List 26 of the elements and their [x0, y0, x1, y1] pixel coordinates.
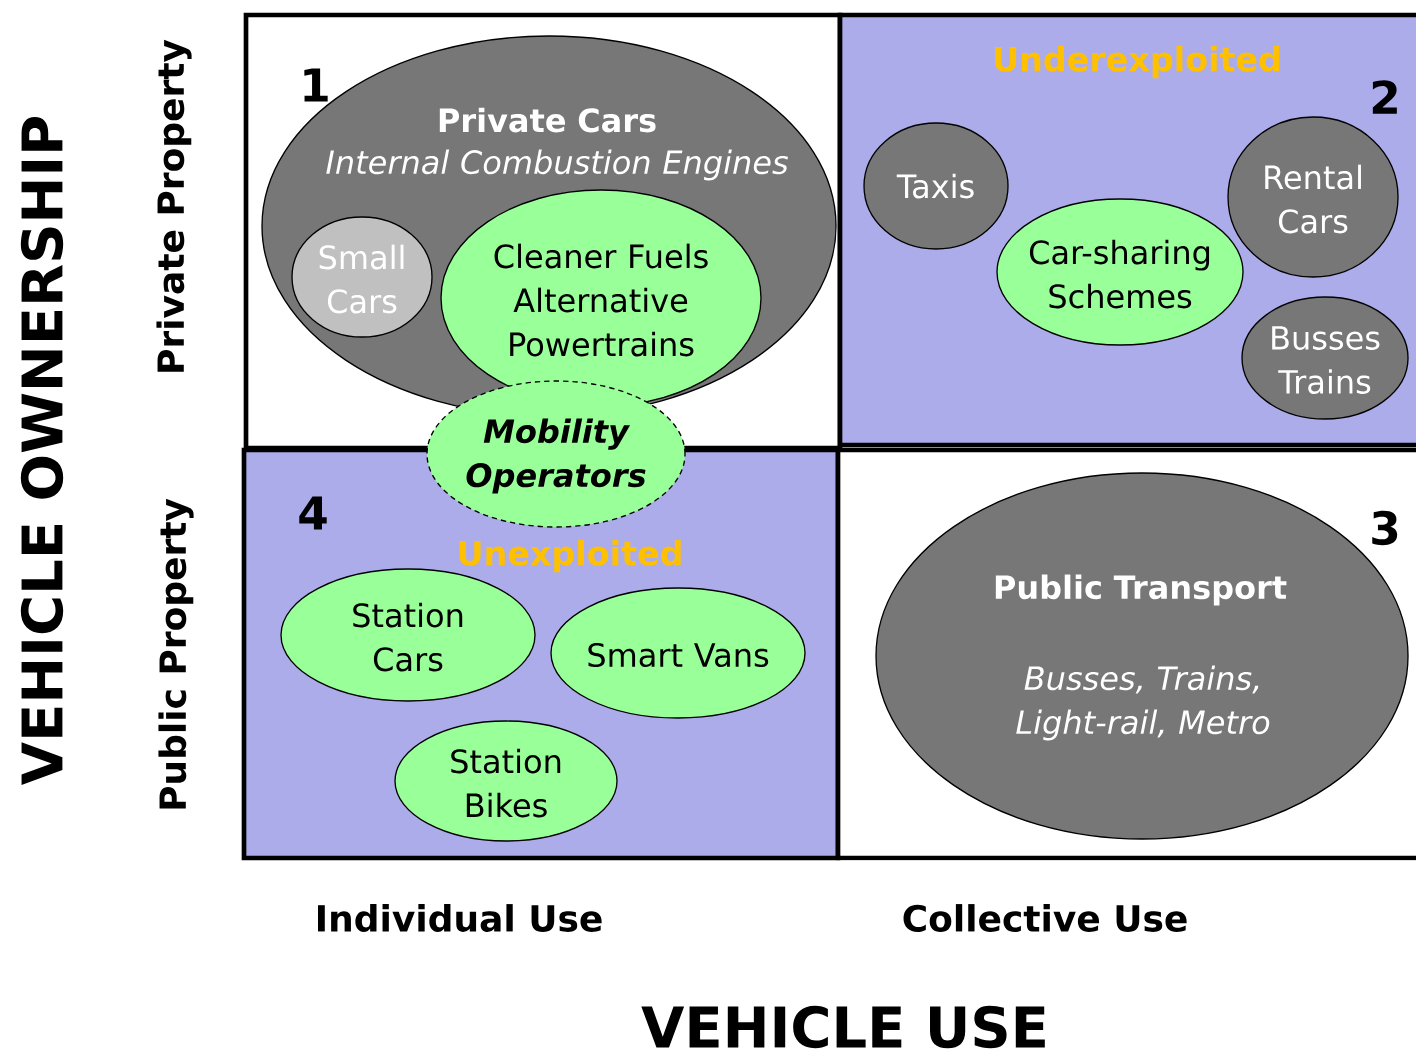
quadrant-number: 2 — [1372, 80, 1397, 114]
ellipse-label: Private Cars — [439, 107, 656, 133]
axis-label: Individual Use — [318, 904, 602, 932]
ellipse-label: Car-sharing Schemes — [1029, 239, 1210, 309]
axis-label: Collective Use — [903, 904, 1187, 932]
ellipse-label: Busses Trains — [1272, 326, 1380, 394]
axis-title: VEHICLE USE — [641, 1005, 1045, 1049]
ellipse-label: Station Bikes — [451, 748, 561, 818]
panel-heading: Unexploited — [459, 539, 681, 573]
axis-title: VEHICLE OWNERSHIP — [20, 117, 64, 785]
ellipse-label: Busses, Trains, Light-rail, Metro — [1016, 665, 1270, 741]
ellipse-label: Taxis — [896, 173, 974, 199]
ellipse-label: Rental Cars — [1265, 164, 1361, 234]
ellipse-label: Smart Vans — [588, 642, 769, 668]
ellipse-label: Public Transport — [995, 574, 1287, 606]
ellipse-label: Mobility Operators — [466, 418, 646, 494]
panel-heading: Underexploited — [995, 45, 1280, 79]
axis-label: Private Property — [156, 39, 192, 372]
quadrant-number: 4 — [299, 496, 327, 530]
axis-label: Public Property — [158, 498, 194, 809]
quadrant-number: 1 — [304, 68, 328, 102]
quadrant-number: 3 — [1372, 510, 1398, 546]
ellipse-label: Station Cars — [353, 602, 463, 672]
ellipse-label: Small Cars — [319, 244, 404, 314]
ellipse-label: Cleaner Fuels Alternative Powertrains — [494, 243, 708, 357]
ellipse-label: Internal Combustion Engines — [326, 149, 788, 181]
